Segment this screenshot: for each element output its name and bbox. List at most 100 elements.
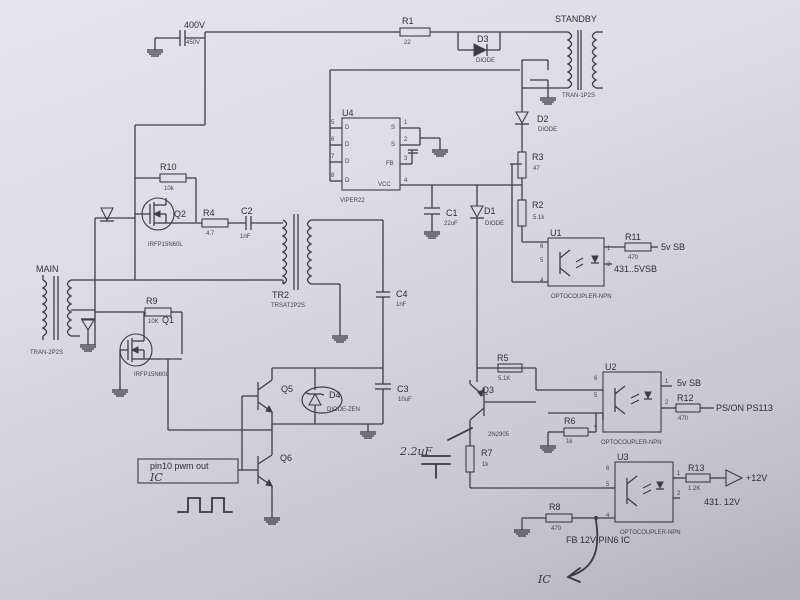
- u3-label: U3: [617, 452, 629, 462]
- resistor-r12: R12 470: [675, 393, 701, 422]
- handwritten-ic-arrow: IC: [537, 519, 599, 586]
- pin-number: 2: [677, 491, 681, 497]
- mosfet-q1: IRFP15N60L: [119, 333, 169, 378]
- capacitor-c4: C4 1nF: [376, 289, 408, 308]
- transistor-q5: Q5: [257, 379, 293, 413]
- resistor-r9: R9 10K Q1: [144, 296, 174, 325]
- c1-label: C1: [446, 208, 458, 218]
- c4-label: C4: [396, 289, 408, 299]
- ground-symbol: [432, 149, 448, 157]
- fb-12v-label: FB 12V PIN6 IC: [566, 535, 631, 545]
- pin-number: 2: [607, 262, 611, 268]
- u1-label: U1: [550, 228, 562, 238]
- transformer-tr2: TR2 TRSAT2P2S: [271, 214, 313, 309]
- c4-value: 1nF: [396, 302, 407, 308]
- r11-value: 470: [628, 255, 639, 261]
- r2-label: R2: [532, 200, 544, 210]
- standby-transformer: STANDBY TRAN-1P2S: [555, 14, 603, 99]
- ground-symbol: [424, 231, 440, 239]
- r10-value: 10k: [164, 186, 175, 192]
- u4-part: VIPER22: [340, 198, 365, 204]
- resistor-r13: R13 1.2K: [685, 463, 711, 492]
- resistor-r4: R4 4.7: [201, 208, 229, 237]
- d1-value: DIODE: [485, 221, 504, 227]
- r6-value: 1k: [566, 439, 573, 445]
- q1-label: Q1: [162, 315, 174, 325]
- pin-number: 3: [404, 156, 408, 162]
- r11-label: R11: [625, 232, 641, 242]
- r13-label: R13: [688, 463, 705, 473]
- optocoupler-u1: U1 OPTOCOUPLER-NPN 6 5 4 1 2: [540, 228, 612, 300]
- u4-pin-d: D: [345, 159, 350, 165]
- q2-label: Q2: [174, 209, 186, 219]
- ground-symbol: [112, 389, 128, 397]
- u4-pin-fb: FB: [386, 161, 394, 167]
- r4-value: 4.7: [206, 231, 215, 237]
- 5v-sb-label: 5v SB: [661, 242, 685, 252]
- d3-value: DIODE: [476, 58, 495, 64]
- pin-number: 8: [331, 173, 335, 179]
- c3-value: 10uF: [398, 397, 412, 403]
- d4-value: DIODE-ZEN: [327, 407, 360, 413]
- standby-transformer-part: TRAN-1P2S: [562, 93, 595, 99]
- u4-pin-d: D: [345, 125, 350, 131]
- resistor-r10: R10 10k: [159, 162, 187, 192]
- r1-label: R1: [402, 16, 414, 26]
- r4-label: R4: [203, 208, 215, 218]
- ground-symbol: [360, 431, 376, 439]
- ground-symbol: [80, 344, 96, 352]
- pin-number: 5: [540, 258, 544, 264]
- r6-label: R6: [564, 416, 576, 426]
- ps-on-label: PS/ON PS113: [716, 403, 773, 413]
- ground-symbol: [332, 335, 348, 343]
- zener-diode-d4: D4 DIODE-ZEN: [301, 386, 360, 414]
- resistor-r3: R3 47: [517, 151, 544, 179]
- pin-number: 6: [594, 376, 598, 382]
- resistor-r8: R8 470: [545, 502, 573, 532]
- diode-d3: D3 DIODE: [457, 32, 501, 64]
- pin-number: 4: [540, 278, 544, 284]
- pin-number: 6: [331, 137, 335, 143]
- pin10-label: pin10 pwm out: [150, 461, 209, 471]
- u4-pin-d: D: [345, 178, 350, 184]
- pin-number: 4: [606, 513, 610, 519]
- u1-tl431-label: 431..5VSB: [614, 264, 657, 274]
- r13-value: 1.2K: [688, 486, 700, 492]
- u4-pin-s: S: [391, 142, 395, 148]
- r5-value: 5.1K: [498, 376, 510, 382]
- pin10-pwm-input: pin10 pwm out IC: [137, 458, 242, 484]
- q1-part: IRFP15N60L: [134, 372, 169, 378]
- pin-number: 2: [665, 400, 669, 406]
- tr2-part: TRSAT2P2S: [271, 303, 305, 309]
- transistor-q6: Q6: [257, 453, 292, 487]
- pin-number: 1: [677, 471, 681, 477]
- resistor-r6: R6 1k: [563, 416, 589, 445]
- c-input-value: 450V: [186, 40, 200, 46]
- q2-part: IRFP15N60L: [148, 242, 183, 248]
- ground-symbol: [540, 445, 556, 453]
- pin-number: 7: [331, 154, 335, 160]
- c-input-label: 400V: [184, 20, 205, 30]
- pin-number: 6: [606, 466, 610, 472]
- ic-hand-label: IC: [537, 573, 551, 586]
- resistor-r11: R11 470: [624, 232, 652, 261]
- c2-label: C2: [241, 206, 253, 216]
- main-label: MAIN: [36, 264, 59, 274]
- ground-symbol: [514, 529, 530, 537]
- q6-label: Q6: [280, 453, 292, 463]
- c3-label: C3: [397, 384, 409, 394]
- u4-pin-d: D: [345, 142, 350, 148]
- c2-value: 1nF: [240, 234, 251, 240]
- r3-value: 47: [533, 166, 540, 172]
- r9-value: 10K: [148, 319, 159, 325]
- pin-number: 1: [665, 379, 669, 385]
- pin-number: 5: [606, 482, 610, 488]
- diode-clamp: [81, 318, 95, 332]
- q3-part: 2N2905: [488, 432, 510, 438]
- plus-12v-label: +12V: [746, 473, 767, 483]
- tr2-label: TR2: [272, 290, 289, 300]
- u4-pin-s: S: [391, 125, 395, 131]
- main-transformer-part: TRAN-2P2S: [30, 350, 63, 356]
